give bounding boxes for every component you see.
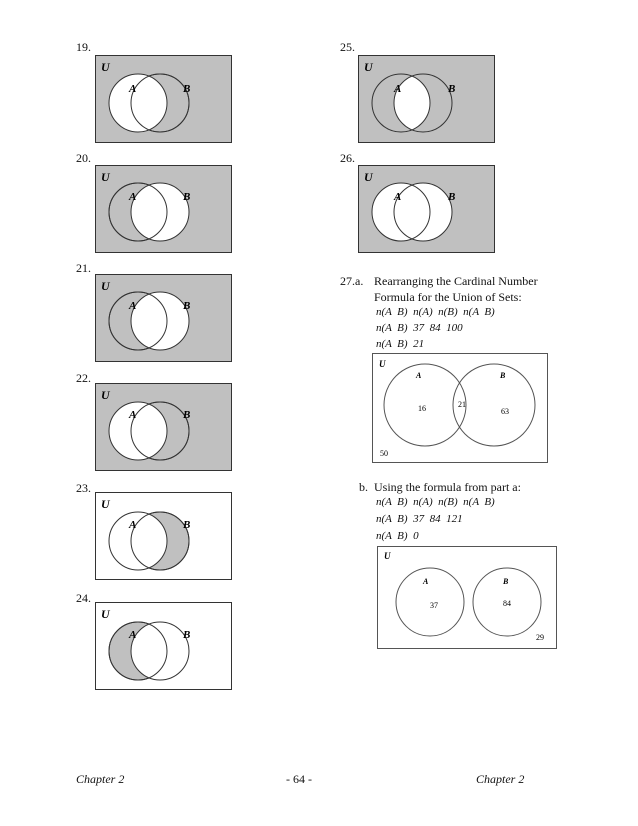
problem-27b-number: b. — [359, 480, 368, 494]
universe-label: U — [101, 388, 111, 402]
problem-26-number: 26. — [340, 151, 355, 165]
page-number: - 64 - — [286, 772, 312, 786]
set-a-label: A — [422, 577, 429, 586]
set-b-label: B — [182, 83, 190, 95]
circle-b — [452, 363, 536, 447]
only-b-count: 63 — [501, 407, 509, 416]
venn-diagram-24: U A B — [95, 602, 232, 690]
problem-19-number: 19. — [76, 40, 91, 54]
universe-label: U — [101, 60, 111, 74]
circle-b — [472, 567, 542, 637]
circle-a — [383, 363, 467, 447]
part-b-formula-2: n(A B) 37 84 121 — [376, 513, 463, 525]
universe-label: U — [364, 170, 374, 184]
circle-b — [130, 621, 190, 681]
part-a-formula-1: n(A B) n(A) n(B) n(A B) — [376, 306, 495, 318]
circle-b-fill — [394, 183, 452, 241]
problem-24-number: 24. — [76, 591, 91, 605]
part-b-text-line1: Using the formula from part a: — [374, 480, 521, 494]
universe-label: U — [384, 551, 391, 561]
venn-diagram-26: U A B — [358, 165, 495, 253]
circle-b — [393, 182, 453, 242]
problem-23-number: 23. — [76, 481, 91, 495]
part-a-text-line2: Formula for the Union of Sets: — [374, 290, 522, 304]
set-b-label: B — [499, 371, 506, 380]
venn-diagram-19: U A B — [95, 55, 232, 143]
outside-count: 29 — [536, 633, 544, 642]
intersection-region — [394, 74, 430, 132]
universe-rect — [377, 546, 557, 649]
set-a-count: 37 — [430, 601, 438, 610]
set-a-label: A — [393, 83, 401, 95]
set-a-label: A — [128, 191, 136, 203]
footer-right: Chapter 2 — [476, 772, 525, 786]
circle-b — [393, 73, 453, 133]
venn-diagram-22: U A B — [95, 383, 232, 471]
circle-a — [395, 567, 465, 637]
venn-diagram-25: U A B — [358, 55, 495, 143]
circle-a — [108, 401, 168, 461]
universe-label: U — [101, 607, 111, 621]
part-b-formula-3: n(A B) 0 — [376, 530, 419, 542]
circle-a — [108, 73, 168, 133]
set-b-label: B — [182, 519, 190, 531]
footer-left: Chapter 2 — [76, 772, 125, 786]
part-a-formula-2: n(A B) 37 84 100 — [376, 322, 463, 334]
venn-diagram-21: U A B — [95, 274, 232, 362]
universe-label: U — [101, 170, 111, 184]
universe-label: U — [364, 60, 374, 74]
problem-20-number: 20. — [76, 151, 91, 165]
venn-diagram-20: U A B — [95, 165, 232, 253]
circle-a — [371, 73, 431, 133]
set-b-label: B — [502, 577, 509, 586]
part-a-formula-3: n(A B) 21 — [376, 338, 425, 350]
universe-label: U — [379, 359, 386, 369]
set-a-label: A — [393, 191, 401, 203]
set-b-label: B — [182, 409, 190, 421]
outside-count: 50 — [380, 449, 388, 458]
set-a-label: A — [128, 300, 136, 312]
universe-label: U — [101, 279, 111, 293]
universe-label: U — [101, 497, 111, 511]
problem-25-number: 25. — [340, 40, 355, 54]
venn-diagram-27b: U A B 37 84 29 — [377, 546, 557, 649]
set-b-label: B — [182, 300, 190, 312]
part-b-formula-1: n(A B) n(A) n(B) n(A B) — [376, 496, 495, 508]
set-b-label: B — [182, 629, 190, 641]
problem-27a-number: 27.a. — [340, 274, 364, 288]
problem-21-number: 21. — [76, 261, 91, 275]
set-b-label: B — [447, 191, 455, 203]
set-a-label: A — [128, 519, 136, 531]
circle-a — [371, 182, 431, 242]
set-b-count: 84 — [503, 599, 511, 608]
set-a-label: A — [128, 409, 136, 421]
circle-a — [108, 511, 168, 571]
venn-diagram-23: U A B — [95, 492, 232, 580]
set-b-label: B — [182, 191, 190, 203]
circle-b — [130, 182, 190, 242]
intersection-count: 21 — [458, 400, 466, 409]
only-a-count: 16 — [418, 404, 426, 413]
set-a-label: A — [128, 83, 136, 95]
part-a-text-line1: Rearranging the Cardinal Number — [374, 274, 538, 288]
set-a-label: A — [128, 629, 136, 641]
problem-22-number: 22. — [76, 371, 91, 385]
set-b-label: B — [447, 83, 455, 95]
set-a-label: A — [415, 371, 422, 380]
venn-diagram-27a: U A B 16 21 63 50 — [372, 353, 548, 463]
circle-b — [130, 291, 190, 351]
